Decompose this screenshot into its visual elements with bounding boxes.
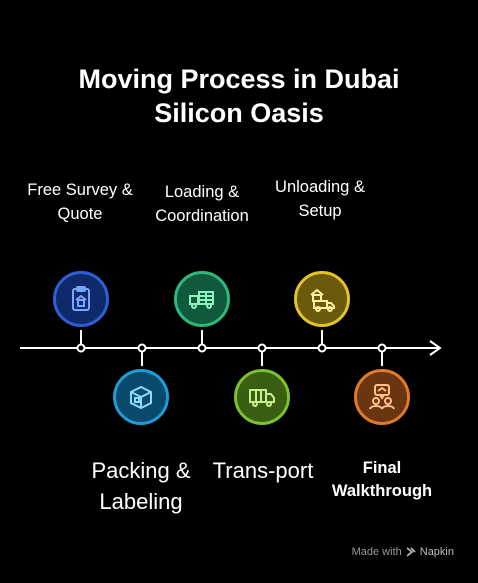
timeline-arrowhead [429, 340, 442, 356]
timeline-dot-4 [257, 343, 267, 353]
step-1-label: Free Survey & Quote [27, 181, 133, 223]
loading-truck-icon [189, 291, 214, 309]
title-line-2: Silicon Oasis [154, 98, 324, 128]
napkin-brand-text: Napkin [419, 546, 454, 558]
truck-icon [249, 389, 275, 407]
walkthrough-icon [369, 384, 395, 410]
title-line-1: Moving Process in Dubai [78, 64, 400, 94]
clipboard-icon [72, 286, 90, 311]
timeline-dot-6 [377, 343, 387, 353]
step-3-circle [174, 271, 230, 327]
step-6-circle [354, 369, 410, 425]
step-3-label: Loading & Coordination [155, 183, 249, 225]
timeline-dot-1 [76, 343, 86, 353]
step-2-circle [113, 369, 169, 425]
step-5-label: Unloading & Setup [275, 178, 365, 220]
made-with-text: Made with [351, 546, 402, 558]
step-1-circle [53, 271, 109, 327]
unloading-truck-icon [310, 288, 335, 312]
step-2-label: Packing & Labeling [91, 458, 191, 514]
timeline-dot-3 [197, 343, 207, 353]
step-6-label: Final Walkthrough [331, 459, 433, 500]
box-icon [130, 385, 152, 410]
napkin-logo-icon [406, 547, 416, 557]
step-4-label: Trans-port [212, 458, 314, 483]
timeline-dot-2 [137, 343, 147, 353]
step-5-circle [294, 271, 350, 327]
napkin-watermark: Made with Napkin [352, 546, 454, 558]
timeline-dot-5 [317, 343, 327, 353]
diagram-title: Moving Process in Dubai Silicon Oasis [0, 62, 478, 130]
step-4-circle [234, 369, 290, 425]
